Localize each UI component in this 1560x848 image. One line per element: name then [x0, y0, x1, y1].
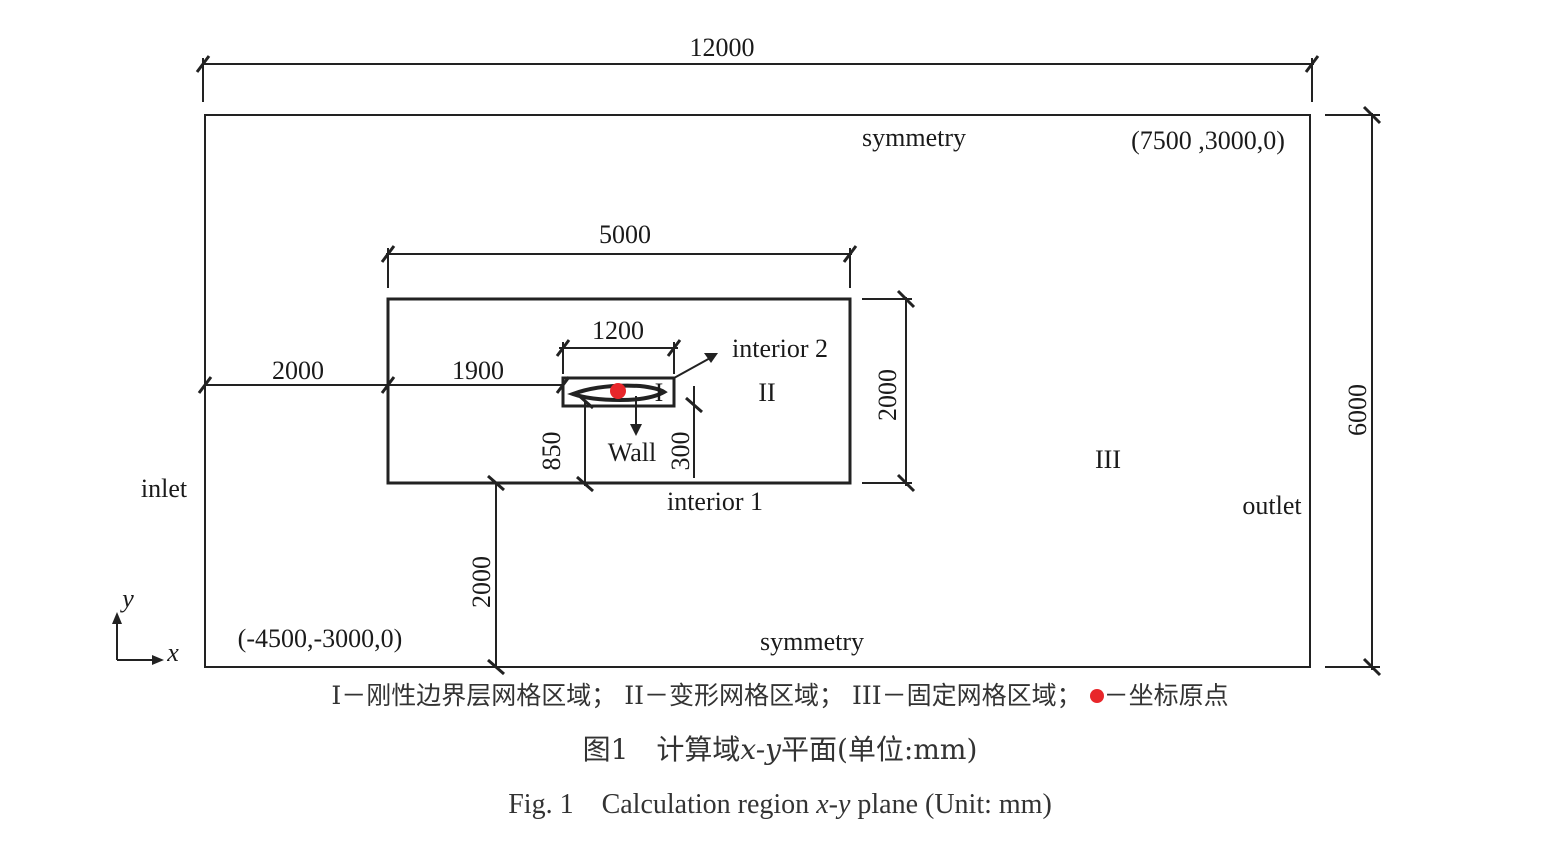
dim-total-width-label: 12000 — [690, 33, 755, 62]
figure-caption-cn: 图1 计算域x-y平面(单位:mm) — [130, 728, 1430, 768]
dim-850-tick-bottom — [576, 475, 594, 493]
figure-caption-en: Fig. 1 Calculation region x-y plane (Uni… — [130, 782, 1430, 822]
dim-inlet-chain-tick-mid — [380, 376, 396, 394]
dim-inlet-chain-tick-right — [555, 376, 571, 394]
legend-origin-dot-icon — [1089, 688, 1104, 703]
legend-item-rigid: I－刚性边界层网格区域； — [331, 681, 617, 710]
outlet-label: outlet — [1242, 491, 1302, 520]
dim-300-tick-top — [685, 396, 703, 414]
rigid-region-boundary — [561, 376, 676, 408]
bottom-left-coordinate: (-4500,-3000,0) — [238, 624, 403, 653]
dim-deform-height-label: 2000 — [873, 369, 902, 421]
wall-arrow-head — [630, 424, 642, 436]
dim-total-width-tick-right — [1304, 55, 1320, 73]
dim-total-height-label: 6000 — [1343, 384, 1372, 436]
symmetry-bottom-label: symmetry — [760, 627, 864, 656]
axis-y-arrowhead — [112, 612, 122, 624]
caption-en-suffix: plane (Unit: mm) — [850, 789, 1052, 820]
deform-region-boundary — [386, 297, 852, 485]
interior-2-arrow-head — [704, 353, 718, 363]
origin-marker — [610, 383, 626, 399]
region-3-label: III — [1095, 445, 1121, 474]
dim-inlet-to-deform-label: 2000 — [272, 356, 324, 385]
caption-cn-suffix: 平面(单位:mm) — [781, 733, 978, 766]
dim-850-label: 850 — [537, 432, 566, 471]
dim-total-height-tick-top — [1362, 105, 1382, 125]
interior-2-label: interior 2 — [732, 334, 828, 363]
dim-deform-height-tick-top — [896, 289, 916, 309]
axis-x-label: x — [166, 638, 179, 667]
interior-2-arrow-line — [673, 356, 713, 379]
legend-item-origin: －坐标原点 — [1103, 681, 1229, 710]
top-right-coordinate: (7500 ,3000,0) — [1131, 126, 1285, 155]
axis-x-arrowhead — [152, 655, 164, 665]
interior-1-label: interior 1 — [667, 487, 763, 516]
caption-en-var: x-y — [816, 789, 851, 820]
region-2-label: II — [758, 378, 775, 407]
dim-deform-width-label: 5000 — [599, 220, 651, 249]
dim-inlet-chain-tick-left — [197, 376, 213, 394]
dim-300-label: 300 — [666, 432, 695, 471]
dim-rigid-width-tick-right — [666, 339, 682, 357]
legend-item-fixed: III－固定网格区域； — [851, 681, 1082, 710]
dim-deform-width-tick-right — [842, 245, 858, 263]
caption-en-prefix: Fig. 1 Calculation region — [508, 789, 817, 820]
dim-rigid-width-tick-left — [555, 339, 571, 357]
inlet-label: inlet — [141, 474, 188, 503]
dim-deform-height-tick-bottom — [896, 473, 916, 493]
dim-lower-2000-label: 2000 — [467, 556, 496, 608]
caption-cn-var: x-y — [740, 733, 781, 766]
dim-total-width-tick-left — [195, 55, 211, 73]
dim-850-tick-top — [576, 392, 594, 410]
dim-lower-2000-tick-bottom — [487, 658, 505, 676]
symmetry-top-label: symmetry — [862, 123, 966, 152]
legend-item-deform: II－变形网格区域； — [624, 681, 845, 710]
dim-lower-2000-tick-top — [487, 474, 505, 492]
axis-y-label: y — [119, 584, 134, 613]
legend: I－刚性边界层网格区域； II－变形网格区域； III－固定网格区域； －坐标原… — [130, 676, 1430, 712]
caption-cn-prefix: 图1 计算域 — [582, 733, 741, 766]
region-1-label: I — [655, 378, 664, 407]
dim-rigid-width-label: 1200 — [592, 316, 644, 345]
outer-domain-boundary — [204, 114, 1311, 668]
wall-label: Wall — [608, 438, 656, 467]
dim-total-height-tick-bottom — [1362, 657, 1382, 677]
dim-deform-to-rigid-label: 1900 — [452, 356, 504, 385]
dim-deform-width-tick-left — [380, 245, 396, 263]
